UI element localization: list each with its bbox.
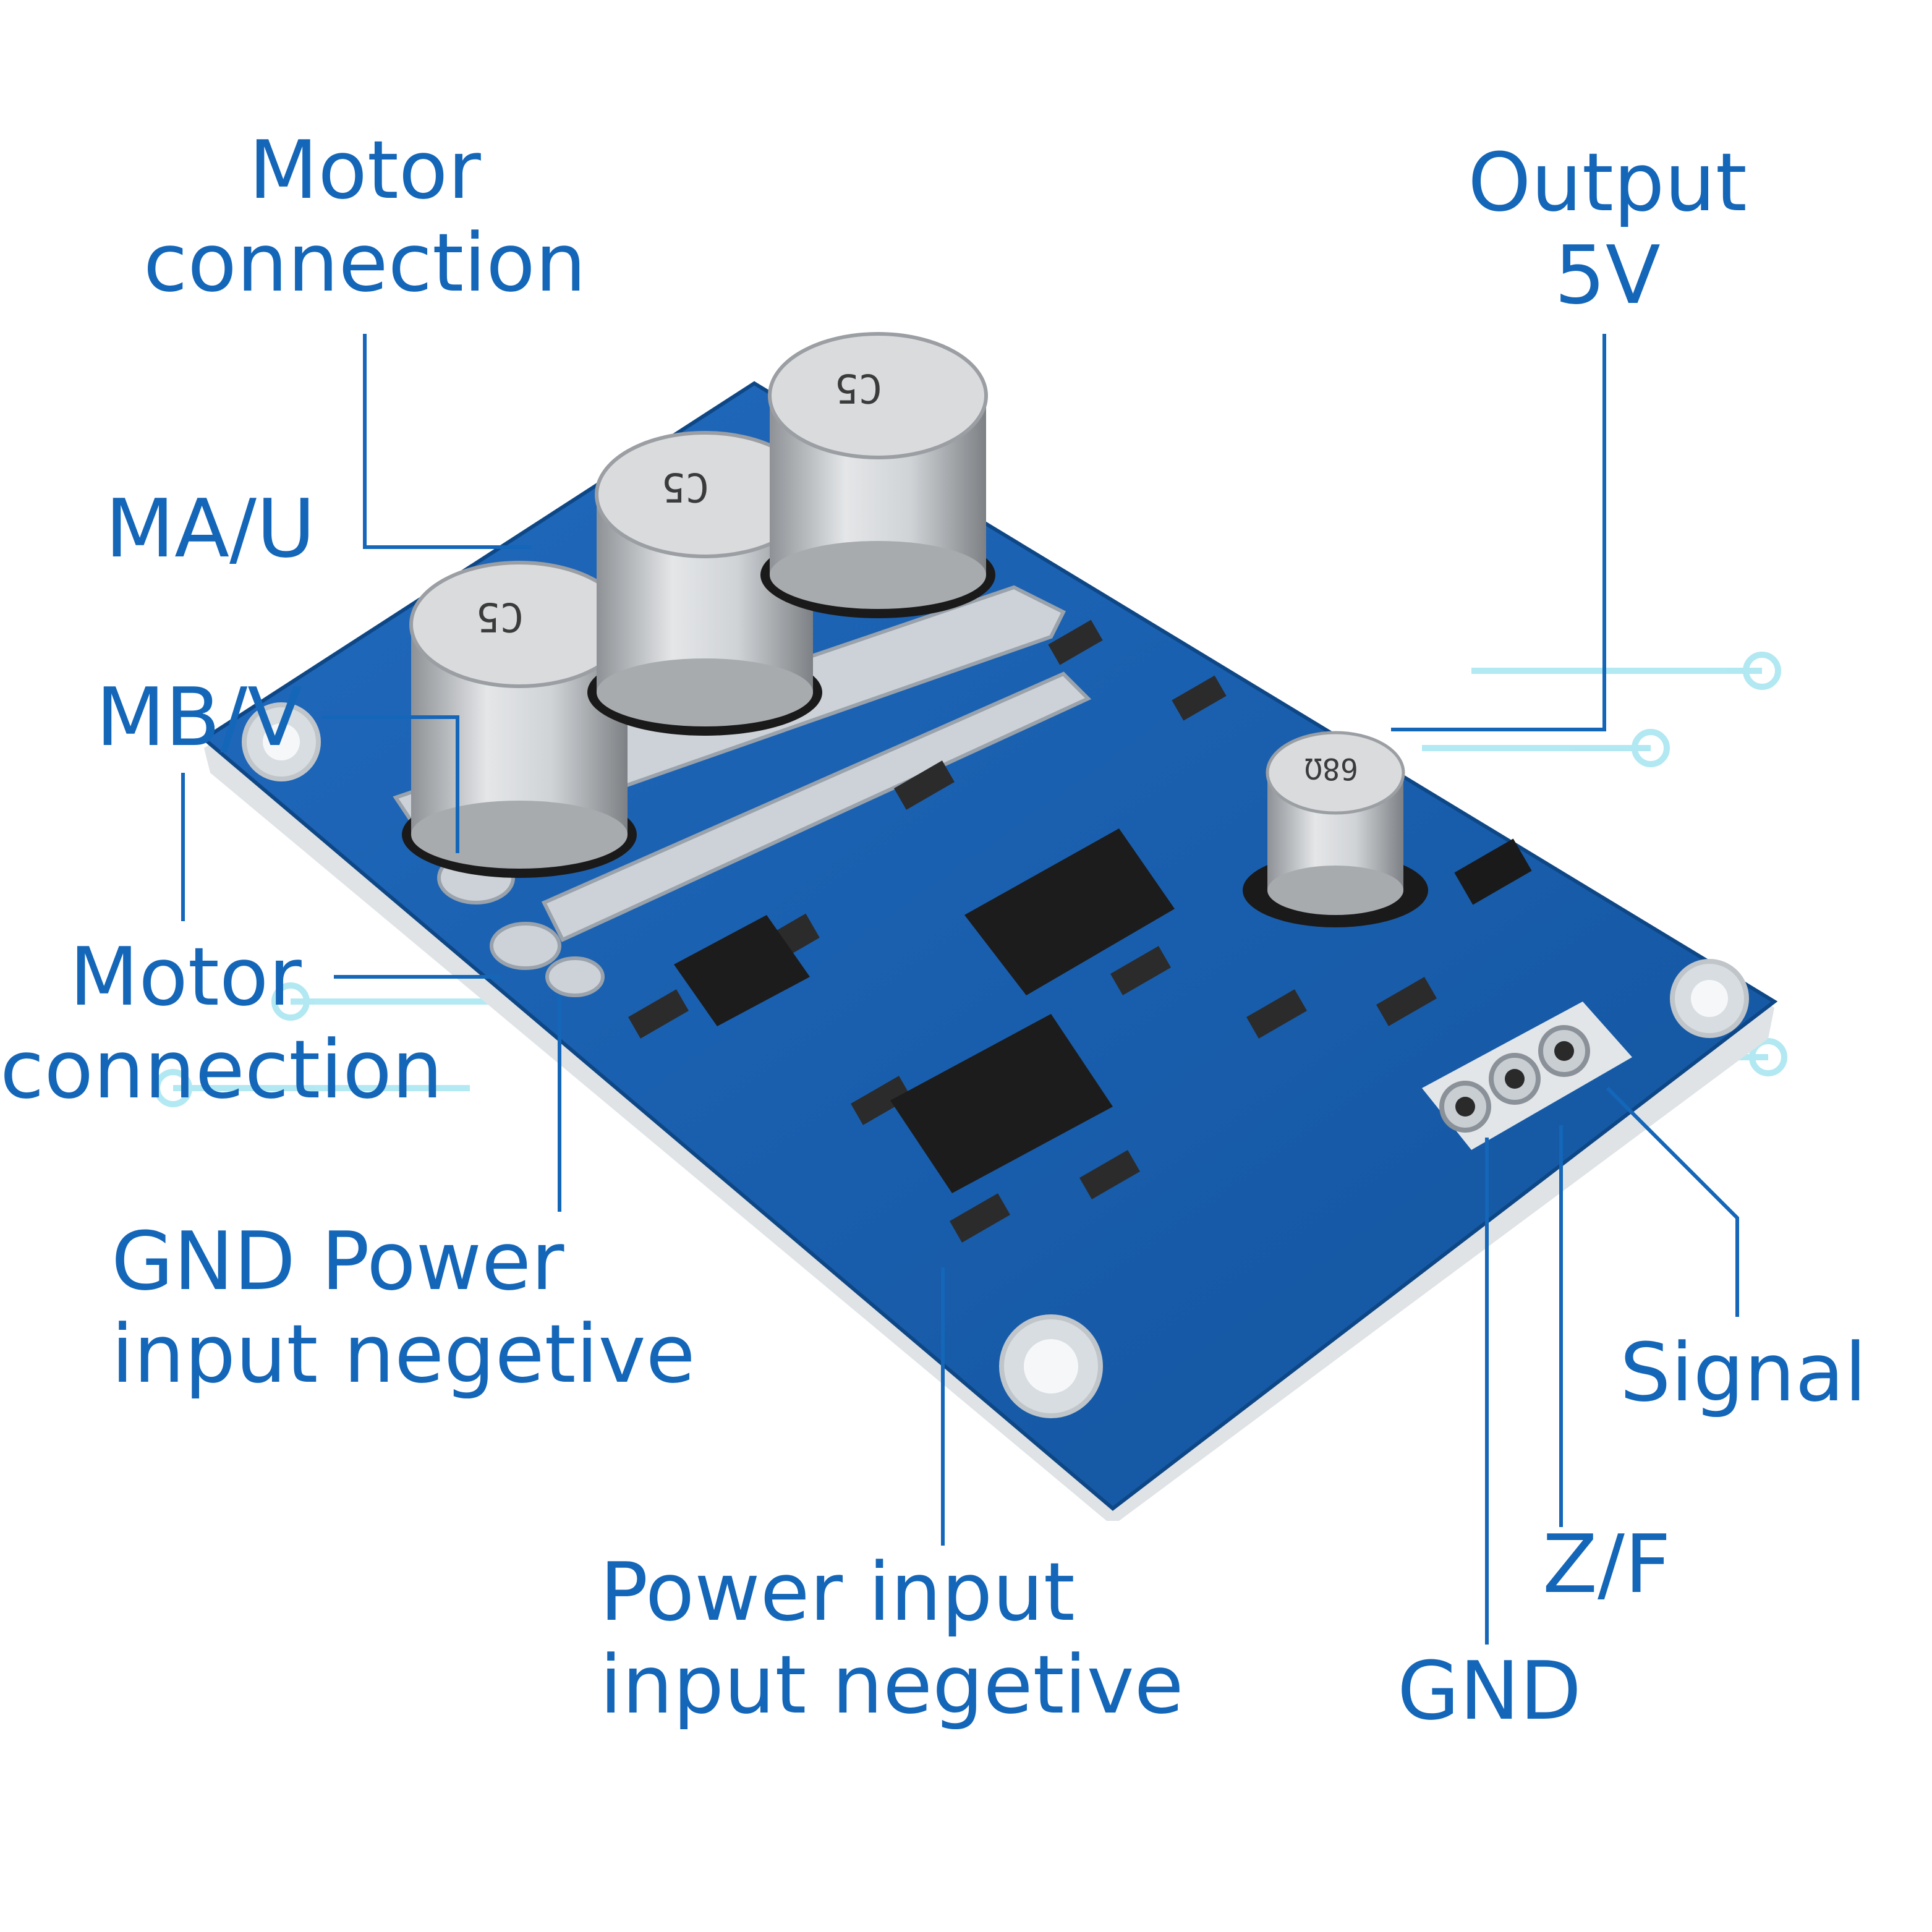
capacitor-small-marking: 68Ω [1304, 751, 1358, 786]
leader-mb-v [321, 715, 459, 853]
label-motor-connection-left: Motor connection [0, 930, 443, 1117]
label-line: connection [0, 1023, 443, 1117]
leader-output-5v [1391, 334, 1606, 731]
leader-lines [181, 334, 1739, 1645]
leader-motor-connection-top [363, 334, 532, 549]
label-output-5v: Output 5V [1447, 136, 1768, 321]
label-mb-v: MB/V [96, 671, 302, 764]
label-line: 5V [1554, 228, 1661, 322]
ic-chip-small [674, 915, 810, 1026]
capacitor-marking-line: C5 [476, 594, 524, 639]
ic-chip-lower [890, 1014, 1113, 1193]
label-line: connection [143, 216, 587, 310]
label-line: Output [1468, 135, 1747, 229]
smd-components [628, 619, 1532, 1243]
label-line: Motor [69, 930, 302, 1024]
label-gnd-power-input-negative: GND Power input negetive [111, 1215, 696, 1400]
label-line: Signal [1620, 1326, 1867, 1419]
label-ma-u: MA/U [105, 482, 315, 575]
label-line: Z/F [1543, 1517, 1671, 1611]
label-line: GND Power [111, 1214, 564, 1308]
label-line: GND [1397, 1644, 1582, 1738]
leader-signal [1606, 1086, 1739, 1317]
label-line: Motor [249, 123, 481, 217]
label-power-input-negative: Power input input negetive [600, 1546, 1184, 1731]
label-z-f: Z/F [1543, 1518, 1671, 1611]
label-line: Power input [600, 1545, 1075, 1639]
capacitor-marking-line: C5 [835, 365, 883, 411]
label-line: input negetive [111, 1307, 696, 1401]
label-line: MA/U [105, 482, 316, 576]
capacitor-1-marking: C5 [476, 594, 524, 639]
capacitor-3-marking: C5 [835, 365, 882, 411]
ic-chips [674, 828, 1175, 1193]
capacitor-3 [760, 332, 995, 618]
label-line: input negetive [600, 1638, 1184, 1732]
capacitor-1 [402, 561, 637, 878]
capacitor-marking-line: C5 [662, 464, 710, 509]
capacitor-small-marking-text: 68Ω [1304, 751, 1358, 786]
label-gnd: GND [1397, 1645, 1581, 1737]
mounting-holes [242, 702, 1749, 1418]
signal-header [1422, 1002, 1632, 1150]
capacitor-small [1243, 731, 1428, 927]
label-motor-connection-top: Motor connection [142, 124, 587, 309]
label-signal: Signal [1620, 1326, 1866, 1419]
ic-chip-upper [964, 828, 1175, 995]
capacitor-2-marking: C5 [662, 464, 709, 509]
label-line: MB/V [96, 670, 303, 764]
